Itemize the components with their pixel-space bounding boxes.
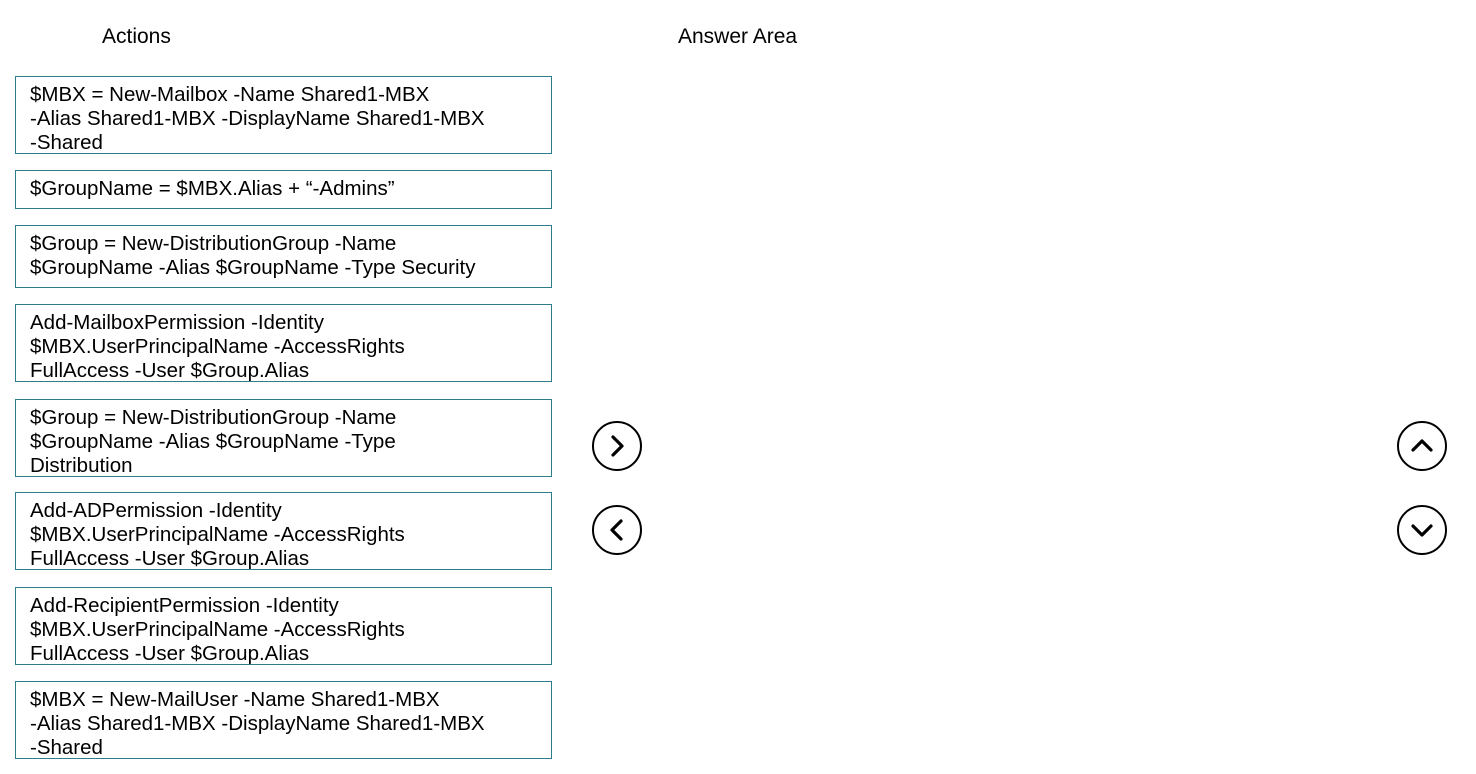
move-right-button[interactable] bbox=[592, 421, 642, 471]
action-item-text: $Group = New-DistributionGroup -Name $Gr… bbox=[30, 406, 397, 477]
chevron-down-icon bbox=[1409, 517, 1435, 543]
action-item[interactable]: $GroupName = $MBX.Alias + “-Admins” bbox=[15, 170, 552, 209]
actions-heading: Actions bbox=[102, 25, 171, 48]
chevron-right-icon bbox=[604, 433, 630, 459]
action-item-text: $Group = New-DistributionGroup -Name $Gr… bbox=[30, 232, 476, 279]
action-item-text: Add-RecipientPermission -Identity $MBX.U… bbox=[30, 594, 405, 665]
chevron-up-icon bbox=[1409, 433, 1435, 459]
action-item[interactable]: Add-ADPermission -Identity $MBX.UserPrin… bbox=[15, 492, 552, 570]
action-item-text: $GroupName = $MBX.Alias + “-Admins” bbox=[30, 177, 395, 200]
action-item[interactable]: $MBX = New-MailUser -Name Shared1-MBX -A… bbox=[15, 681, 552, 759]
move-up-button[interactable] bbox=[1397, 421, 1447, 471]
action-item[interactable]: Add-MailboxPermission -Identity $MBX.Use… bbox=[15, 304, 552, 382]
action-item[interactable]: $Group = New-DistributionGroup -Name $Gr… bbox=[15, 225, 552, 288]
action-item[interactable]: $MBX = New-Mailbox -Name Shared1-MBX -Al… bbox=[15, 76, 552, 154]
move-down-button[interactable] bbox=[1397, 505, 1447, 555]
move-left-button[interactable] bbox=[592, 505, 642, 555]
action-item-text: Add-ADPermission -Identity $MBX.UserPrin… bbox=[30, 499, 405, 570]
action-item[interactable]: Add-RecipientPermission -Identity $MBX.U… bbox=[15, 587, 552, 665]
action-item-text: $MBX = New-MailUser -Name Shared1-MBX -A… bbox=[30, 688, 485, 759]
answer-area-heading: Answer Area bbox=[678, 25, 798, 48]
action-item-text: Add-MailboxPermission -Identity $MBX.Use… bbox=[30, 311, 405, 382]
action-item[interactable]: $Group = New-DistributionGroup -Name $Gr… bbox=[15, 399, 552, 477]
chevron-left-icon bbox=[604, 517, 630, 543]
answer-area-drop-zone[interactable] bbox=[676, 76, 1366, 758]
action-item-text: $MBX = New-Mailbox -Name Shared1-MBX -Al… bbox=[30, 83, 485, 154]
